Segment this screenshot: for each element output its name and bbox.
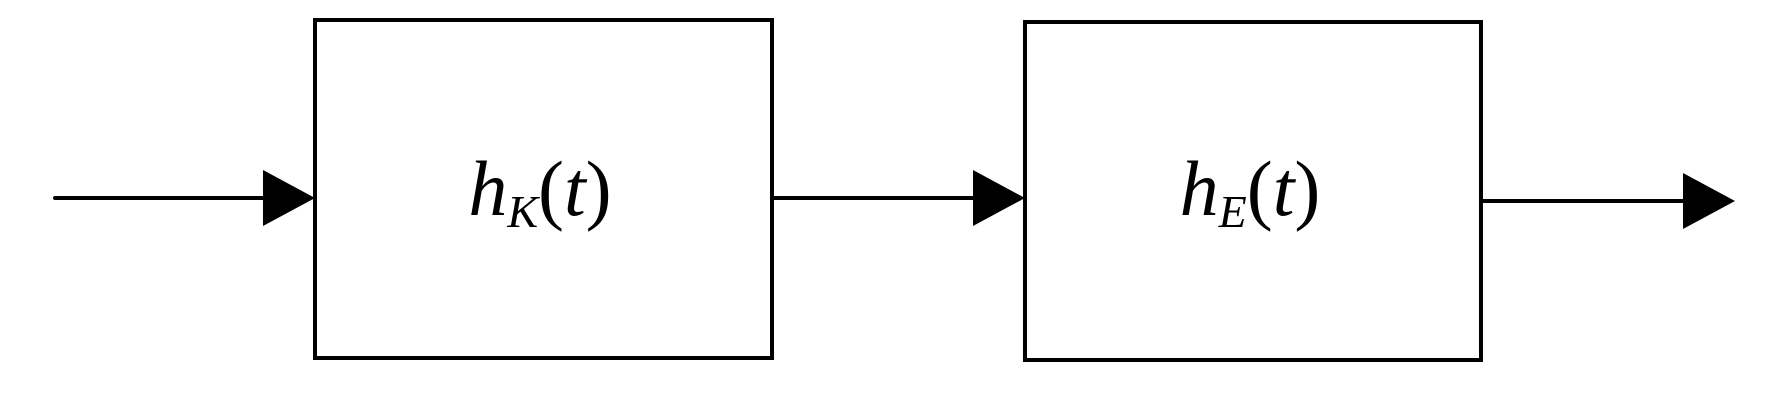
output-arrow-head <box>1683 173 1735 229</box>
middle-arrow-head <box>973 170 1025 226</box>
block-2-argument: t <box>1273 145 1297 232</box>
block-2-label: hE(t) <box>1180 145 1321 237</box>
input-arrow <box>53 170 315 226</box>
block-1-function: h <box>468 145 507 232</box>
block-1-argument: t <box>564 145 588 232</box>
block-2-open-paren: ( <box>1247 145 1273 232</box>
block-1-label: hK(t) <box>468 145 611 237</box>
middle-arrow <box>770 170 1025 226</box>
block-2-close-paren: ) <box>1294 145 1320 232</box>
block-1-box <box>313 18 774 360</box>
block-1-open-paren: ( <box>538 145 564 232</box>
block-1-subscript: K <box>506 186 540 237</box>
block-2-box <box>1023 20 1483 362</box>
block-2-subscript: E <box>1218 186 1247 237</box>
input-arrow-head <box>263 170 315 226</box>
block-1-close-paren: ) <box>586 145 612 232</box>
block-2-function: h <box>1180 145 1219 232</box>
output-arrow <box>1479 173 1735 229</box>
